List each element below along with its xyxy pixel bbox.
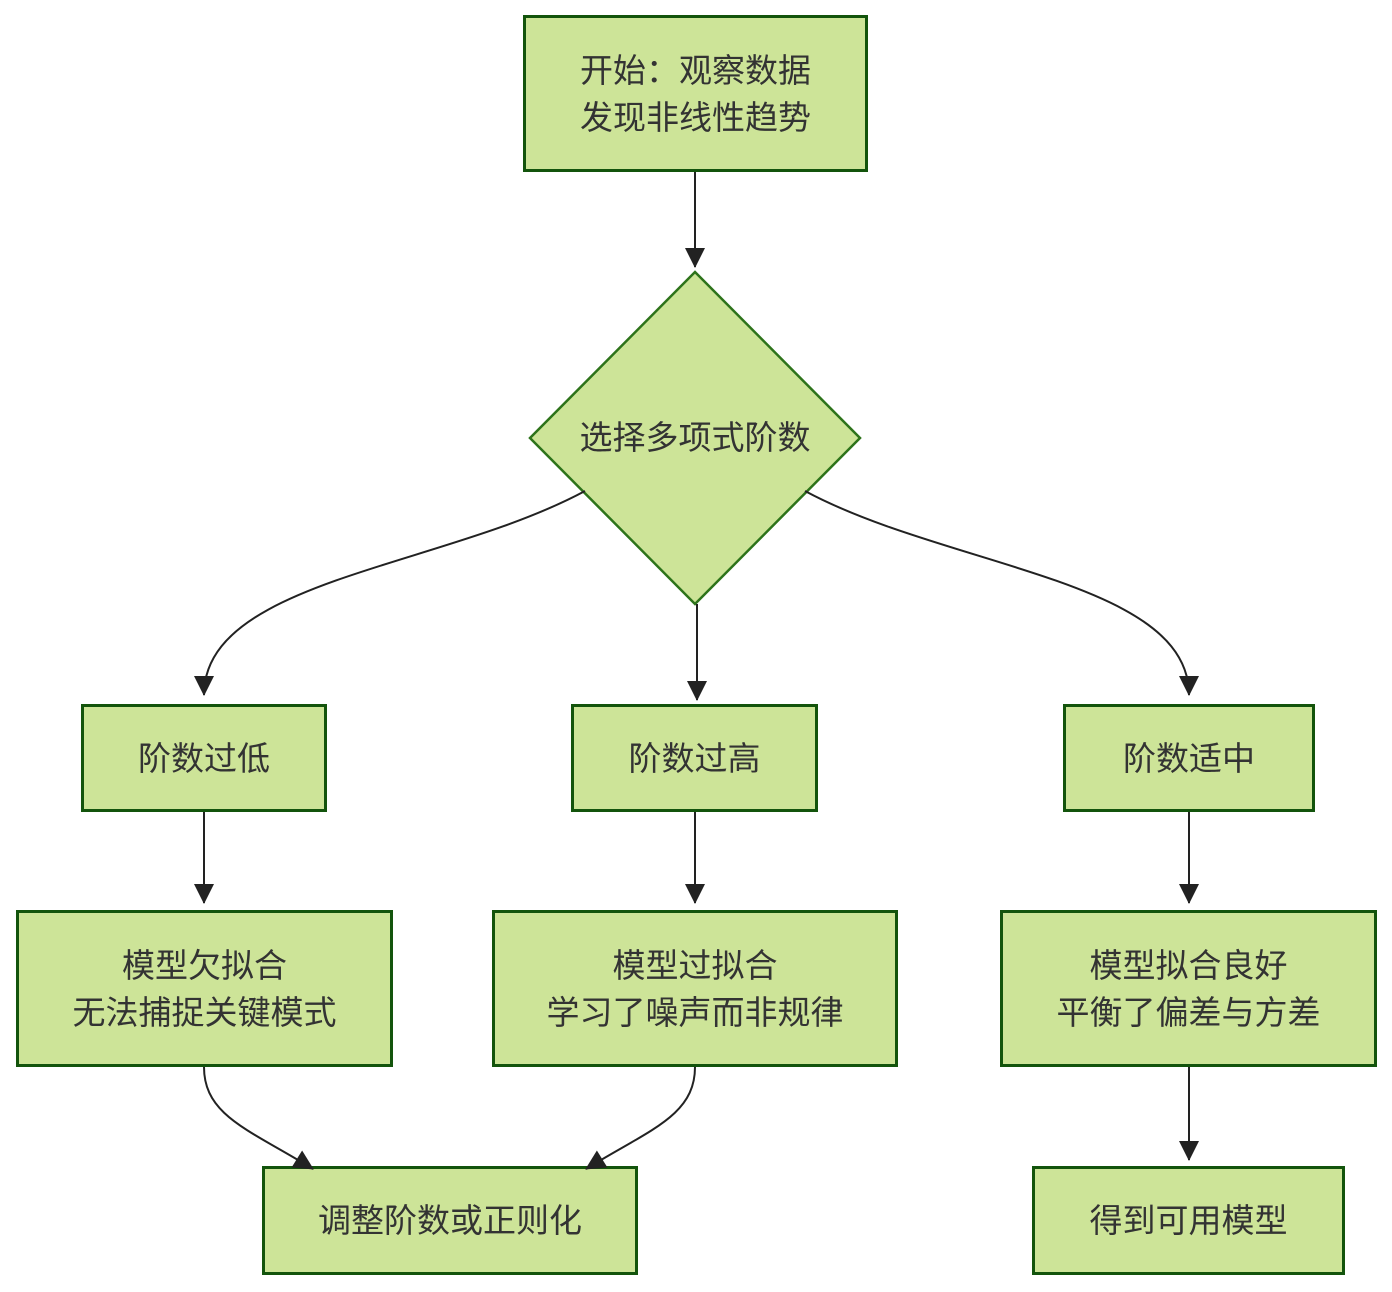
node-start: 开始：观察数据 发现非线性趋势 [523,15,868,172]
node-degree-high-label: 阶数过高 [628,739,761,777]
node-adjust: 调整阶数或正则化 [262,1166,638,1275]
node-underfit: 模型欠拟合 无法捕捉关键模式 [16,910,393,1067]
edge-decision-to-degree-ok [804,490,1199,696]
node-adjust-label: 调整阶数或正则化 [318,1202,582,1239]
edge-decision-to-degree-low [194,490,586,696]
node-start-line1: 开始：观察数据 [580,51,811,89]
node-decision-label: 选择多项式阶数 [579,419,811,456]
node-goodfit: 模型拟合良好 平衡了偏差与方差 [1000,910,1377,1067]
edge-overfit-to-adjust [585,1066,696,1170]
node-underfit-line2: 无法捕捉关键模式 [72,993,337,1031]
node-usable-label: 得到可用模型 [1089,1202,1288,1239]
node-degree-high: 阶数过高 [571,704,818,812]
edge-underfit-to-adjust [203,1066,314,1170]
node-underfit-line1: 模型欠拟合 [122,946,287,984]
node-degree-ok: 阶数适中 [1063,704,1315,812]
node-overfit-line2: 学习了噪声而非规律 [546,993,844,1031]
node-goodfit-line1: 模型拟合良好 [1089,946,1288,984]
node-start-line2: 发现非线性趋势 [580,98,811,136]
node-degree-low-label: 阶数过低 [138,739,270,777]
node-overfit: 模型过拟合 学习了噪声而非规律 [492,910,898,1067]
node-degree-low: 阶数过低 [81,704,327,812]
node-overfit-line1: 模型过拟合 [612,946,778,984]
node-degree-ok-label: 阶数适中 [1123,739,1255,777]
node-goodfit-line2: 平衡了偏差与方差 [1056,993,1321,1031]
node-usable: 得到可用模型 [1032,1166,1345,1275]
